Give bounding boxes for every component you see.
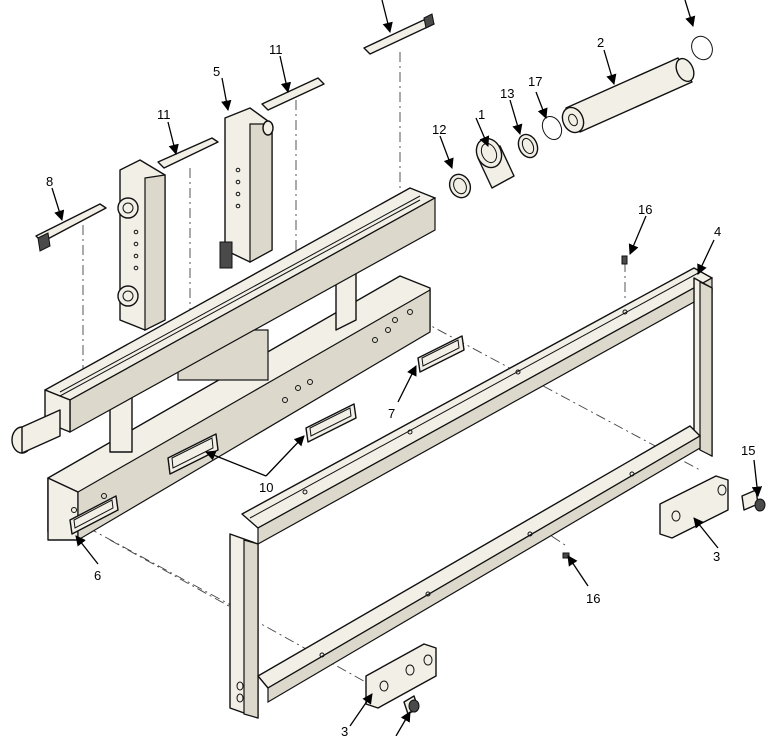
retaining-ring-12 — [448, 173, 472, 199]
callout-6: 6 — [94, 568, 101, 583]
callout-10: 10 — [259, 480, 273, 495]
sensor-window-10-left — [167, 433, 219, 475]
screw-15-left — [403, 695, 420, 715]
sensor-window-7 — [417, 335, 465, 373]
mounting-plate-left — [117, 159, 166, 331]
clamp-block-3-left — [365, 643, 437, 709]
callout-16-bottom: 16 — [586, 591, 600, 606]
guide-rail-top — [363, 13, 435, 55]
callout-12: 12 — [432, 122, 446, 137]
callout-13: 13 — [500, 86, 514, 101]
callout-3-right: 3 — [713, 549, 720, 564]
o-ring-17 — [541, 115, 563, 141]
callout-11-left: 11 — [157, 107, 171, 122]
screw-15-right — [741, 489, 766, 512]
callout-labels: 1 2 3 3 4 5 6 7 8 10 11 11 12 13 15 16 1… — [46, 35, 755, 736]
guide-rail-11-right — [261, 77, 325, 111]
callout-7: 7 — [388, 406, 395, 421]
callout-11-right: 11 — [269, 42, 283, 57]
callout-1: 1 — [478, 107, 485, 122]
callout-4: 4 — [714, 224, 721, 239]
clamp-block-3-right — [659, 475, 729, 539]
shaft-beam — [11, 187, 436, 454]
callout-2: 2 — [597, 35, 604, 50]
callout-8: 8 — [46, 174, 53, 189]
callout-15: 15 — [741, 443, 755, 458]
set-screw-16-top — [621, 255, 628, 265]
guide-rail-8 — [35, 203, 107, 252]
base-housing — [47, 275, 431, 542]
guide-rail-11-left — [157, 137, 219, 169]
callout-3-left: 3 — [341, 724, 348, 736]
leader-arrows — [51, 0, 763, 736]
callout-17: 17 — [528, 74, 542, 89]
sensor-window-10-right — [305, 403, 357, 443]
retaining-ring-top — [691, 35, 713, 61]
frame-4 — [229, 267, 713, 719]
bearing-1 — [475, 137, 515, 189]
mounting-plate-center — [219, 107, 274, 269]
sensor-window-6 — [69, 495, 119, 535]
callout-16-top: 16 — [638, 202, 652, 217]
spacer-ring-13 — [517, 133, 539, 159]
roller-2 — [561, 57, 695, 134]
callout-5: 5 — [213, 64, 220, 79]
